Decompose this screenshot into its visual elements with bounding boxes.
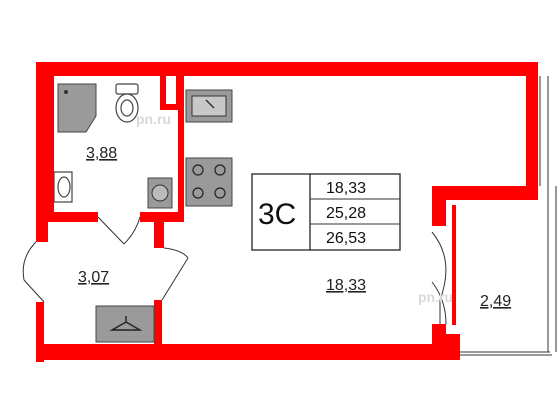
hall-door-leaf <box>161 257 189 301</box>
wall-top <box>36 62 538 76</box>
wall-balcony-left-upper <box>432 186 446 226</box>
wall-left-lower <box>36 302 44 362</box>
walls <box>36 62 538 362</box>
room-area-main: 18,33 <box>326 277 366 294</box>
stove-icon <box>185 157 233 207</box>
entry-door-swing <box>22 241 37 281</box>
wall-bathroom-bottom-right <box>140 212 184 222</box>
room-area-balcony: 2,49 <box>480 293 511 310</box>
wall-niche-bottom <box>160 104 182 110</box>
hall-door-swing <box>163 247 189 259</box>
entry-door-leaf <box>23 279 45 303</box>
apartment-type-code: 3С <box>258 198 296 231</box>
wall-right-upper <box>526 62 538 194</box>
wall-niche-left <box>160 76 166 110</box>
wall-balcony-top <box>432 186 538 200</box>
toilet-icon <box>115 83 139 123</box>
wall-bathroom-bottom <box>36 212 98 222</box>
apartment-summary: 3С 18,33 25,28 26,53 <box>251 173 401 251</box>
wall-hall-right <box>154 222 164 248</box>
wall-left-upper <box>36 62 48 242</box>
watermark: pn.ru <box>136 111 171 127</box>
living-area: 18,33 <box>326 180 366 197</box>
washing-machine-icon <box>147 177 173 209</box>
room-area-hallway: 3,07 <box>78 269 109 286</box>
wall-bathroom-right <box>178 62 184 222</box>
thin-lines <box>431 76 557 356</box>
bathroom-door-leaf <box>97 216 125 245</box>
wall-window-frame <box>452 205 456 325</box>
wall-niche-right <box>176 76 182 110</box>
kitchen-sink-icon <box>185 89 233 123</box>
balcony-door-swing <box>431 281 447 325</box>
wall-hall-mid <box>154 300 162 350</box>
watermark: pn.ru <box>418 289 453 305</box>
shower-icon <box>57 83 97 133</box>
wall-bathroom-inner <box>48 76 54 212</box>
washbasin-icon <box>53 171 73 203</box>
total-area-with-balcony: 26,53 <box>326 230 366 247</box>
wall-balcony-corner <box>432 334 460 354</box>
bathroom-door-swing <box>123 216 141 245</box>
room-area-bathroom: 3,88 <box>86 145 117 162</box>
total-area: 25,28 <box>326 205 366 222</box>
wall-bottom <box>36 344 460 360</box>
doors <box>22 216 447 325</box>
wardrobe-icon <box>95 305 155 343</box>
